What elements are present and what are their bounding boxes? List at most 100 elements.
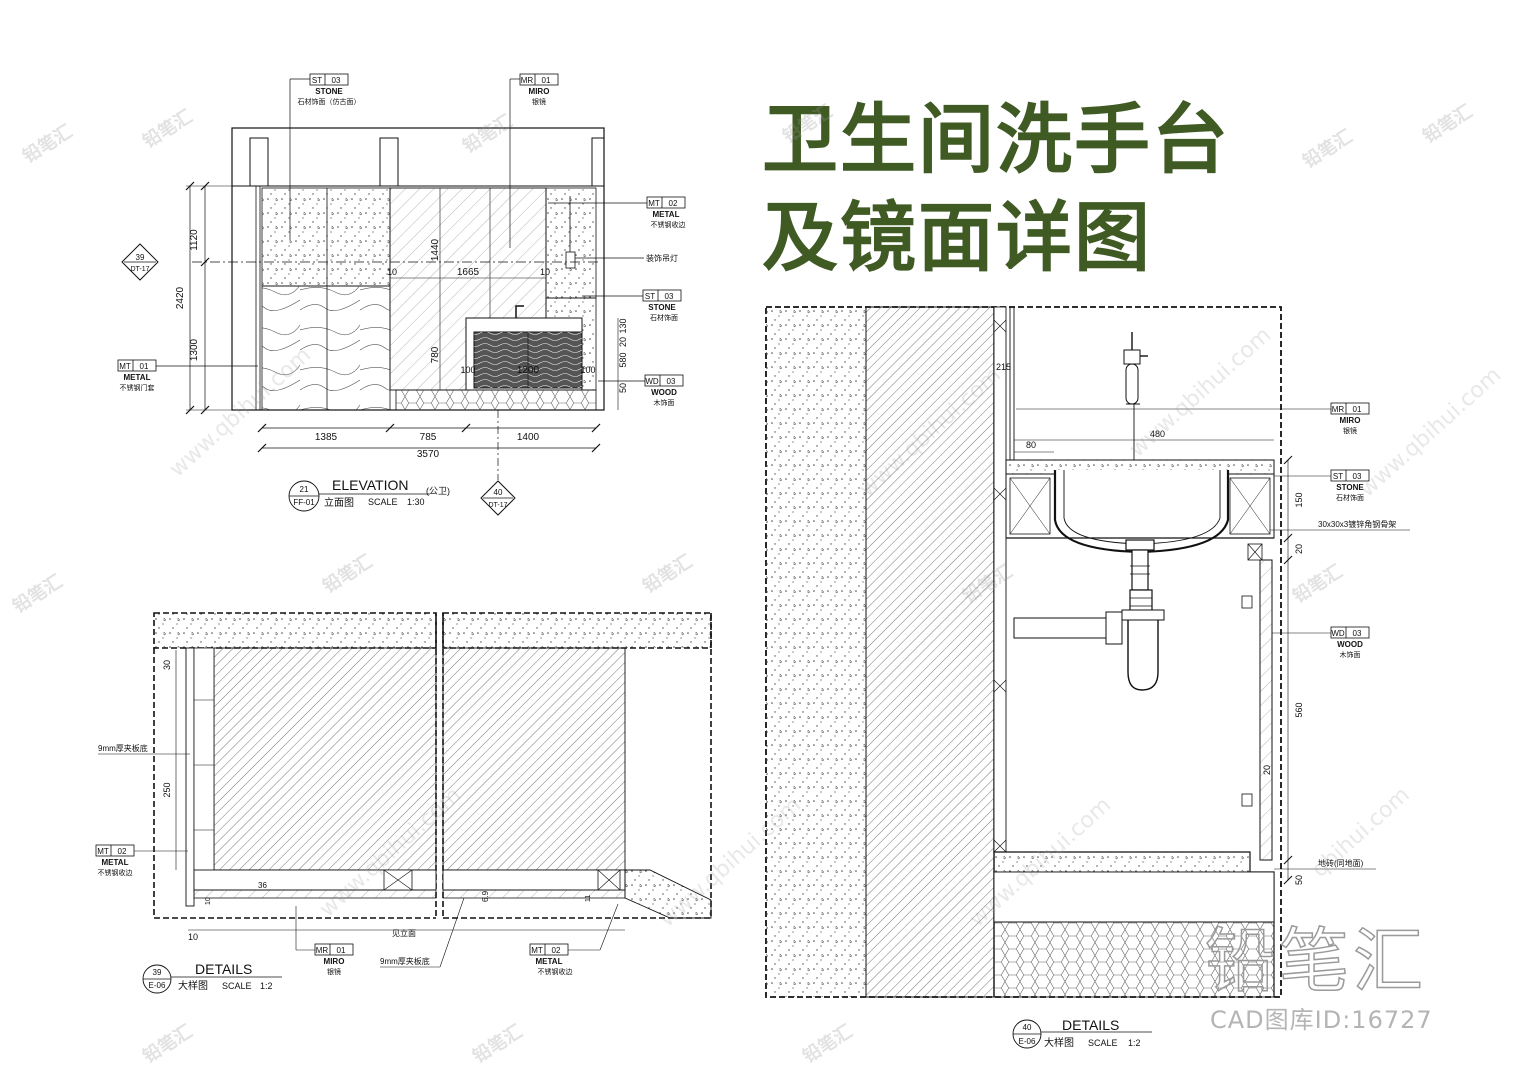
dim-100-right: 100: [580, 365, 595, 375]
svg-text:不锈钢收边: 不锈钢收边: [98, 868, 133, 877]
svg-text:ELEVATION: ELEVATION: [332, 477, 409, 493]
svg-text:STONE: STONE: [315, 87, 343, 96]
svg-text:银镜: 银镜: [327, 967, 341, 976]
dim-10-bottom: 10: [188, 932, 198, 942]
svg-text:21: 21: [300, 485, 309, 494]
svg-text:MR: MR: [1332, 405, 1345, 414]
tag-details39-metal-left: MT 02 METAL 不锈钢收边: [95, 844, 188, 877]
dim-10-right: 10: [540, 267, 550, 277]
svg-text:不锈钢收边: 不锈钢收边: [651, 220, 686, 229]
dim-1300: 1300: [189, 338, 200, 361]
svg-text:MT: MT: [648, 199, 660, 208]
dim-480: 480: [1150, 429, 1165, 439]
svg-text:STONE: STONE: [1336, 483, 1364, 492]
svg-text:MR: MR: [521, 76, 534, 85]
svg-text:40: 40: [1023, 1023, 1032, 1032]
dim-36: 36: [258, 881, 267, 890]
svg-text:03: 03: [332, 76, 341, 85]
tag-details39-metal-bottom: MT 02 METAL 不锈钢收边: [529, 903, 619, 976]
tag-elevation-stone-top: ST 03 STONE 石材饰面（仿古面）: [289, 73, 361, 240]
svg-text:WD: WD: [1331, 629, 1345, 638]
tag-elevation-metal-left: MT 01 METAL 不锈钢门套: [117, 359, 258, 392]
svg-text:DETAILS: DETAILS: [195, 961, 252, 977]
svg-text:ST: ST: [645, 292, 655, 301]
svg-text:石材饰面: 石材饰面: [650, 313, 678, 322]
details-40-drawing: 80 480 215 150 20 560 20 50 30x30x3镀锌角钢骨…: [765, 306, 1410, 1049]
svg-text:MR: MR: [316, 946, 329, 955]
watermark-id: CAD图库ID:16727: [1210, 1006, 1433, 1034]
dim-10-left: 10: [387, 267, 397, 277]
svg-text:MIRO: MIRO: [1340, 416, 1361, 425]
svg-text:WD: WD: [645, 377, 659, 386]
dim-6-9: 6.9: [481, 890, 490, 902]
tag-details40-mirror: MR 01 MIRO 银镜: [1016, 402, 1370, 435]
lamp-note: 装饰吊灯: [646, 253, 678, 263]
dim-10-side: 10: [205, 897, 212, 905]
dim-580: 580: [618, 352, 628, 367]
dim-130: 130: [618, 318, 628, 333]
tag-elevation-metal-right: MT 02 METAL 不锈钢收边: [548, 196, 686, 229]
dim-20-top: 20: [1294, 544, 1304, 554]
callout-40: 40 DT-17: [480, 480, 516, 516]
svg-text:03: 03: [665, 292, 674, 301]
svg-text:大样图: 大样图: [1044, 1036, 1074, 1049]
svg-text:01: 01: [140, 362, 149, 371]
dim-1200: 1200: [517, 365, 540, 376]
svg-text:MT: MT: [119, 362, 131, 371]
svg-text:FF-01: FF-01: [293, 498, 315, 507]
svg-text:METAL: METAL: [102, 858, 129, 867]
svg-text:METAL: METAL: [536, 957, 563, 966]
svg-text:02: 02: [669, 199, 678, 208]
dim-1440: 1440: [430, 238, 441, 261]
svg-text:WOOD: WOOD: [651, 388, 677, 397]
svg-text:SCALE: SCALE: [222, 981, 252, 991]
dim-215: 215: [996, 362, 1011, 372]
svg-text:1:2: 1:2: [1128, 1038, 1141, 1048]
dim-1120: 1120: [189, 229, 200, 251]
svg-text:(公卫): (公卫): [426, 486, 450, 496]
dim-2420: 2420: [175, 286, 186, 309]
svg-text:03: 03: [667, 377, 676, 386]
svg-text:40: 40: [494, 488, 503, 497]
svg-text:DT-17: DT-17: [488, 502, 507, 509]
svg-text:01: 01: [542, 76, 551, 85]
svg-text:ST: ST: [312, 76, 322, 85]
frame-note: 30x30x3镀锌角钢骨架: [1318, 519, 1396, 529]
svg-text:MT: MT: [97, 847, 109, 856]
svg-text:03: 03: [1353, 472, 1362, 481]
dim-560: 560: [1294, 702, 1304, 717]
details-39-drawing: 30 250 10 36 6.9 10 11 9mm厚夹板底 见立面 9mm厚夹…: [95, 612, 712, 994]
dim-50-bottom: 50: [1294, 875, 1304, 885]
dim-11: 11: [585, 895, 592, 902]
svg-text:WOOD: WOOD: [1337, 640, 1363, 649]
svg-text:银镜: 银镜: [1343, 426, 1357, 435]
svg-text:02: 02: [552, 946, 561, 955]
ply-note-bottom: 9mm厚夹板底: [380, 956, 430, 966]
svg-text:E-06: E-06: [149, 981, 166, 990]
svg-text:大样图: 大样图: [178, 979, 208, 992]
floor-note: 地砖(同地面): [1318, 858, 1364, 868]
svg-text:39: 39: [153, 968, 162, 977]
svg-text:1:30: 1:30: [407, 497, 425, 507]
dim-20-side: 20: [1262, 765, 1272, 775]
dim-30: 30: [162, 660, 172, 670]
dim-3570: 3570: [417, 449, 440, 460]
tag-elevation-wood: WD 03 WOOD 木饰面: [598, 374, 684, 407]
dim-250: 250: [162, 782, 172, 797]
dim-1400: 1400: [517, 432, 540, 443]
svg-text:SCALE: SCALE: [1088, 1038, 1118, 1048]
svg-text:木饰面: 木饰面: [654, 398, 675, 407]
dim-1665: 1665: [457, 267, 480, 278]
svg-text:01: 01: [1353, 405, 1362, 414]
svg-text:02: 02: [118, 847, 127, 856]
svg-text:STONE: STONE: [648, 303, 676, 312]
svg-text:39: 39: [136, 253, 145, 262]
ply-note: 9mm厚夹板底: [98, 743, 148, 753]
tag-elevation-stone-right: ST 03 STONE 石材饰面: [582, 289, 682, 322]
svg-text:METAL: METAL: [124, 373, 151, 382]
svg-text:METAL: METAL: [653, 210, 680, 219]
svg-text:MIRO: MIRO: [529, 87, 550, 96]
svg-text:MIRO: MIRO: [324, 957, 345, 966]
